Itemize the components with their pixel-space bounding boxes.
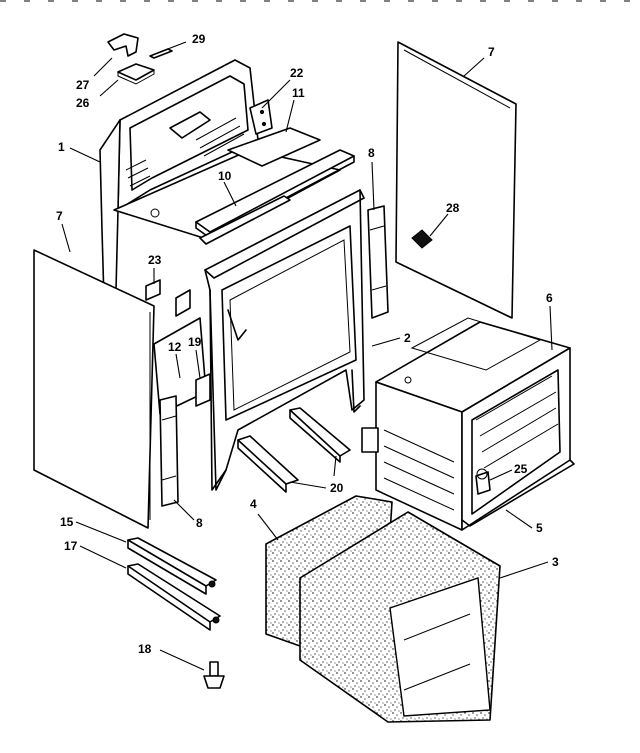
part-5-bottom-rail <box>461 459 575 527</box>
part-7-left-panel <box>33 249 155 529</box>
part-25-terminal <box>475 468 491 495</box>
part-6-oven-cavity <box>361 317 571 531</box>
part-8-left-hinge <box>159 395 179 507</box>
part-7-right-panel <box>395 41 517 319</box>
callout-7-left: 7 <box>56 209 63 223</box>
callout-28: 28 <box>446 201 460 215</box>
leader-lines <box>61 41 553 671</box>
callout-11: 11 <box>292 86 305 100</box>
callout-8-upper: 8 <box>368 146 375 160</box>
callout-26: 26 <box>76 96 90 110</box>
callout-15: 15 <box>60 515 74 529</box>
part-19-switch <box>195 373 211 407</box>
callout-22: 22 <box>290 66 304 80</box>
part-15-bracket <box>127 537 217 595</box>
callout-7-right: 7 <box>488 45 495 59</box>
part-8-right-hinge <box>367 205 389 319</box>
part-26-pad <box>117 63 155 85</box>
callout-labels: 29 27 26 22 11 1 10 8 7 7 28 23 6 2 12 1… <box>56 32 559 656</box>
callout-2: 2 <box>404 331 411 345</box>
part-22-bracket <box>249 99 273 135</box>
part-11-rail <box>227 127 321 167</box>
callout-18: 18 <box>138 642 152 656</box>
callout-19: 19 <box>188 335 202 349</box>
callout-6: 6 <box>546 291 553 305</box>
callout-17: 17 <box>64 539 78 553</box>
part-3-insulation <box>299 511 501 723</box>
callout-3: 3 <box>552 555 559 569</box>
callout-29: 29 <box>192 32 206 46</box>
part-28-clip <box>411 229 433 249</box>
part-18-leveling-leg <box>203 661 225 689</box>
part-29-strip <box>149 48 173 59</box>
part-20-brackets <box>237 407 351 493</box>
part-17-bracket <box>127 563 221 631</box>
callout-27: 27 <box>76 78 90 92</box>
callout-23: 23 <box>148 253 162 267</box>
callout-4: 4 <box>250 497 257 511</box>
callout-1: 1 <box>58 140 65 154</box>
part-10-front-rail <box>195 149 355 245</box>
callout-8-lower: 8 <box>196 516 203 530</box>
callout-20: 20 <box>330 481 344 495</box>
callout-10: 10 <box>218 169 232 183</box>
callout-12: 12 <box>168 340 182 354</box>
callout-5: 5 <box>536 521 543 535</box>
part-23-bracket <box>145 279 161 301</box>
part-27-clip <box>107 33 139 57</box>
callout-25: 25 <box>514 462 528 476</box>
